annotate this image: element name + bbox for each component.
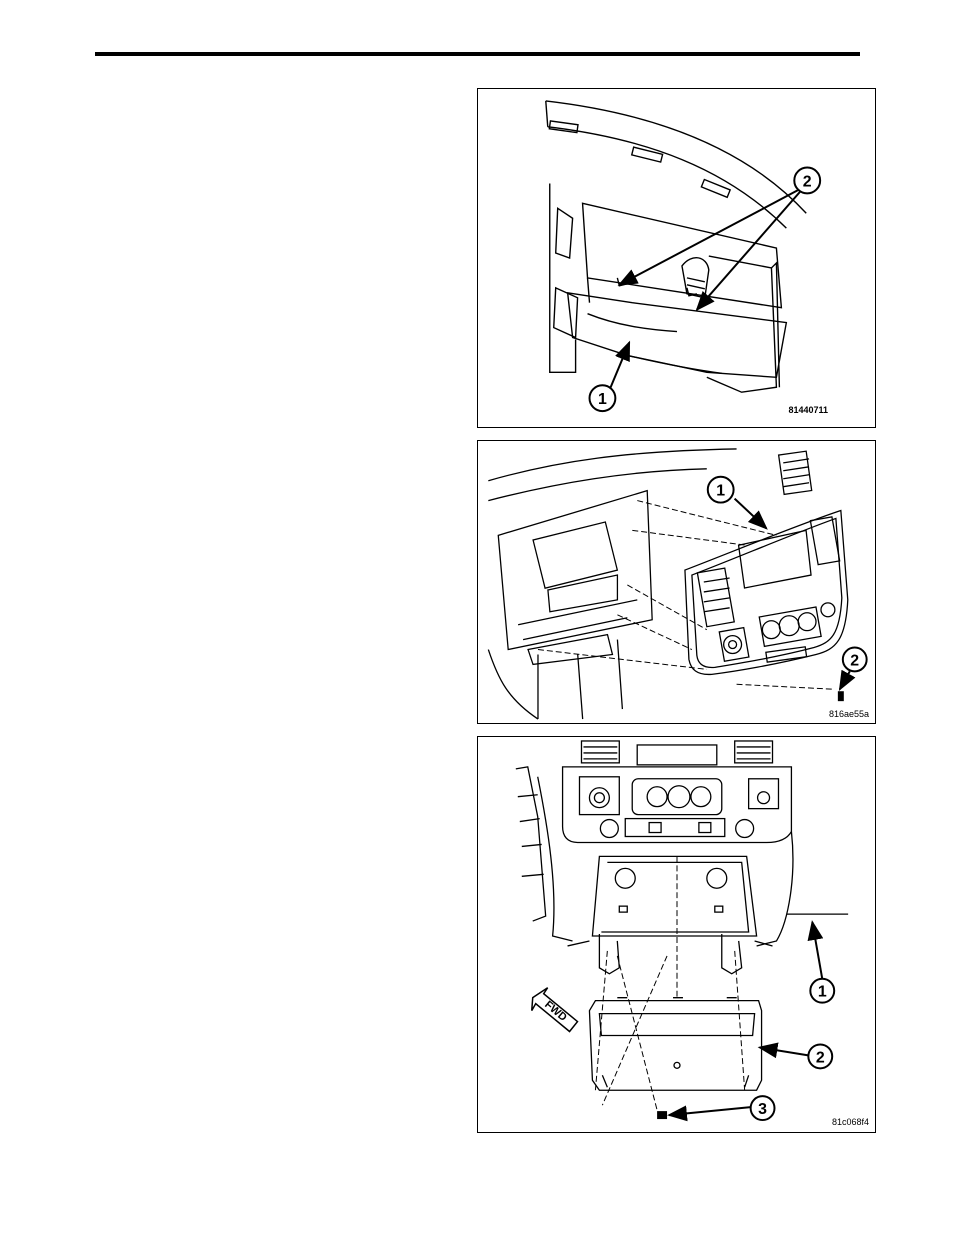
callout-1: 1 bbox=[590, 385, 616, 411]
svg-text:1: 1 bbox=[818, 984, 827, 1001]
svg-text:2: 2 bbox=[850, 652, 859, 669]
callout-2: 2 bbox=[843, 648, 867, 672]
header-rule bbox=[95, 52, 860, 56]
figure-id: 81440711 bbox=[788, 405, 828, 415]
figure-2-illustration: 1 2 bbox=[478, 441, 875, 723]
forward-direction-arrow: FWD bbox=[532, 988, 578, 1032]
callout-1: 1 bbox=[708, 477, 734, 503]
figure-lower-bin: FWD 1 2 3 81c068f4 bbox=[477, 736, 876, 1133]
callout-1: 1 bbox=[810, 979, 834, 1003]
callout-2: 2 bbox=[808, 1044, 832, 1068]
callout-group: 2 1 bbox=[590, 168, 821, 412]
callout-2: 2 bbox=[794, 168, 820, 194]
figure-1-illustration: 2 1 bbox=[478, 89, 875, 427]
figure-id: 816ae55a bbox=[829, 709, 869, 719]
svg-text:1: 1 bbox=[716, 483, 725, 500]
callout-group: 1 2 bbox=[708, 477, 867, 701]
figure-center-bezel: 1 2 816ae55a bbox=[477, 440, 876, 724]
figure-id: 81c068f4 bbox=[832, 1117, 869, 1127]
svg-text:2: 2 bbox=[803, 173, 812, 190]
callout-3: 3 bbox=[751, 1096, 775, 1120]
svg-text:1: 1 bbox=[598, 391, 607, 408]
svg-text:3: 3 bbox=[758, 1101, 767, 1118]
figure-3-illustration: FWD 1 2 3 bbox=[478, 737, 875, 1132]
figure-glovebox-bin: 2 1 81440711 bbox=[477, 88, 876, 428]
svg-text:2: 2 bbox=[816, 1049, 825, 1066]
